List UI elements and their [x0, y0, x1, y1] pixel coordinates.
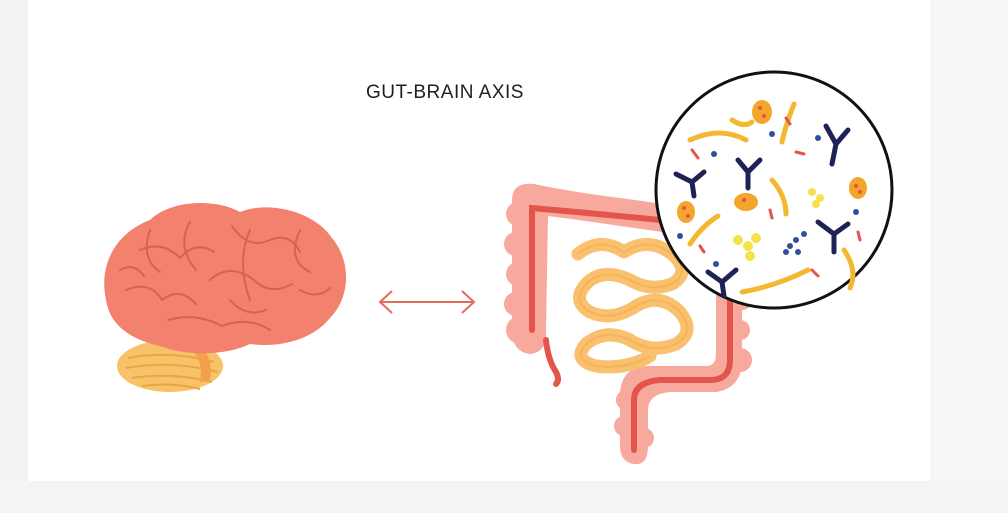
y-shaped-bacteria	[673, 123, 851, 299]
cerebellum-folds	[125, 353, 219, 390]
yellow-diplococci	[733, 188, 824, 261]
small-intestine-inner	[577, 243, 688, 368]
brain-illustration	[104, 202, 347, 392]
cerebrum	[104, 202, 347, 354]
blue-cocci	[677, 131, 859, 267]
rod-bacteria	[687, 101, 856, 295]
diagram-title: GUT-BRAIN AXIS	[366, 82, 524, 103]
intestines-illustration	[504, 183, 752, 465]
red-spirilla	[690, 116, 862, 278]
left-margin	[0, 0, 28, 513]
microbiome-magnifier	[654, 70, 894, 310]
appendix	[543, 337, 561, 387]
brain-stem	[192, 345, 211, 382]
cerebrum-folds	[119, 221, 331, 331]
right-margin	[930, 0, 1008, 513]
large-intestine-haustra	[504, 202, 752, 448]
bottom-margin	[0, 481, 1008, 513]
bidirectional-arrow	[378, 290, 476, 314]
round-bacteria	[677, 100, 867, 223]
